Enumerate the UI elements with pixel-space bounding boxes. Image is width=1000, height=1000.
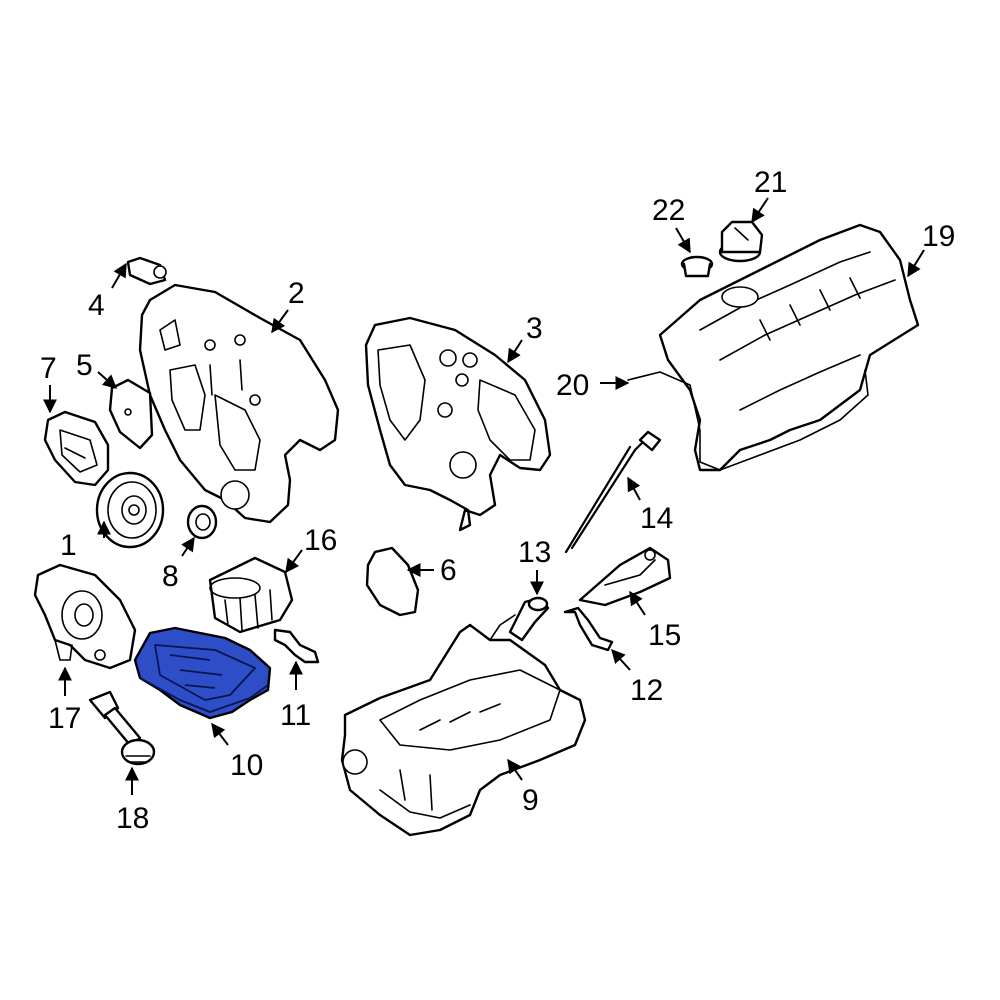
part-11-hose[interactable] xyxy=(273,628,320,664)
callout-6: 6 xyxy=(440,554,457,587)
part-6-gasket[interactable] xyxy=(365,546,420,617)
part-19-valve-cover[interactable] xyxy=(658,223,920,472)
callout-16: 16 xyxy=(304,524,337,557)
part-20-gasket[interactable] xyxy=(627,369,869,471)
part-7-water-pump[interactable] xyxy=(43,410,110,487)
leader-4 xyxy=(111,262,127,289)
part-2-front-cover[interactable] xyxy=(138,283,340,524)
callout-2: 2 xyxy=(288,277,305,310)
callout-22: 22 xyxy=(652,194,685,227)
part-22-grommet[interactable] xyxy=(680,255,714,278)
part-4-sensor[interactable] xyxy=(126,256,167,286)
leader-10 xyxy=(211,722,229,746)
callout-4: 4 xyxy=(88,289,105,322)
callout-9: 9 xyxy=(522,784,539,817)
callout-21: 21 xyxy=(754,166,787,199)
part-12-hose[interactable] xyxy=(563,606,614,652)
callout-3: 3 xyxy=(526,312,543,345)
part-10-lower-oil-pan[interactable] xyxy=(133,626,272,720)
part-15-bracket[interactable] xyxy=(578,546,672,607)
callout-7: 7 xyxy=(40,352,57,385)
callout-20: 20 xyxy=(556,369,589,402)
leader-2 xyxy=(271,309,289,334)
leader-19 xyxy=(907,249,925,278)
leader-5 xyxy=(97,371,118,389)
part-5-gasket[interactable] xyxy=(108,378,154,450)
callout-labels: 1 2 3 4 5 6 7 8 9 10 11 12 13 14 15 16 1… xyxy=(40,166,955,835)
part-16-oil-filter[interactable] xyxy=(208,556,294,634)
part-8-seal[interactable] xyxy=(186,504,218,540)
callout-5: 5 xyxy=(76,349,93,382)
callout-11: 11 xyxy=(280,699,311,732)
callout-8: 8 xyxy=(162,560,179,593)
leader-9 xyxy=(507,758,523,781)
callout-13: 13 xyxy=(518,536,551,569)
leader-21 xyxy=(751,197,769,224)
callout-12: 12 xyxy=(630,674,663,707)
leader-12 xyxy=(611,648,631,671)
part-9-upper-oil-pan[interactable] xyxy=(340,614,587,837)
callout-18: 18 xyxy=(116,802,149,835)
leader-3 xyxy=(507,339,523,364)
leader-22 xyxy=(675,227,691,254)
part-13-dipstick-tube[interactable] xyxy=(508,596,550,642)
callout-19: 19 xyxy=(922,220,955,253)
part-18-strainer[interactable] xyxy=(88,690,156,766)
leader-8 xyxy=(181,536,195,557)
leader-lines xyxy=(43,197,925,795)
callout-17: 17 xyxy=(48,702,81,735)
part-3-rear-cover[interactable] xyxy=(364,316,552,532)
leader-15 xyxy=(629,590,646,616)
callout-10: 10 xyxy=(230,749,263,782)
callout-15: 15 xyxy=(648,619,681,652)
part-17-oil-pump[interactable] xyxy=(33,563,137,670)
part-14-dipstick[interactable] xyxy=(564,430,662,554)
callout-14: 14 xyxy=(640,502,673,535)
part-21-oil-cap[interactable] xyxy=(718,220,764,263)
leader-14 xyxy=(627,476,641,501)
callout-1: 1 xyxy=(60,529,77,562)
part-1-crank-pulley[interactable] xyxy=(95,471,165,549)
leader-16 xyxy=(285,549,303,574)
